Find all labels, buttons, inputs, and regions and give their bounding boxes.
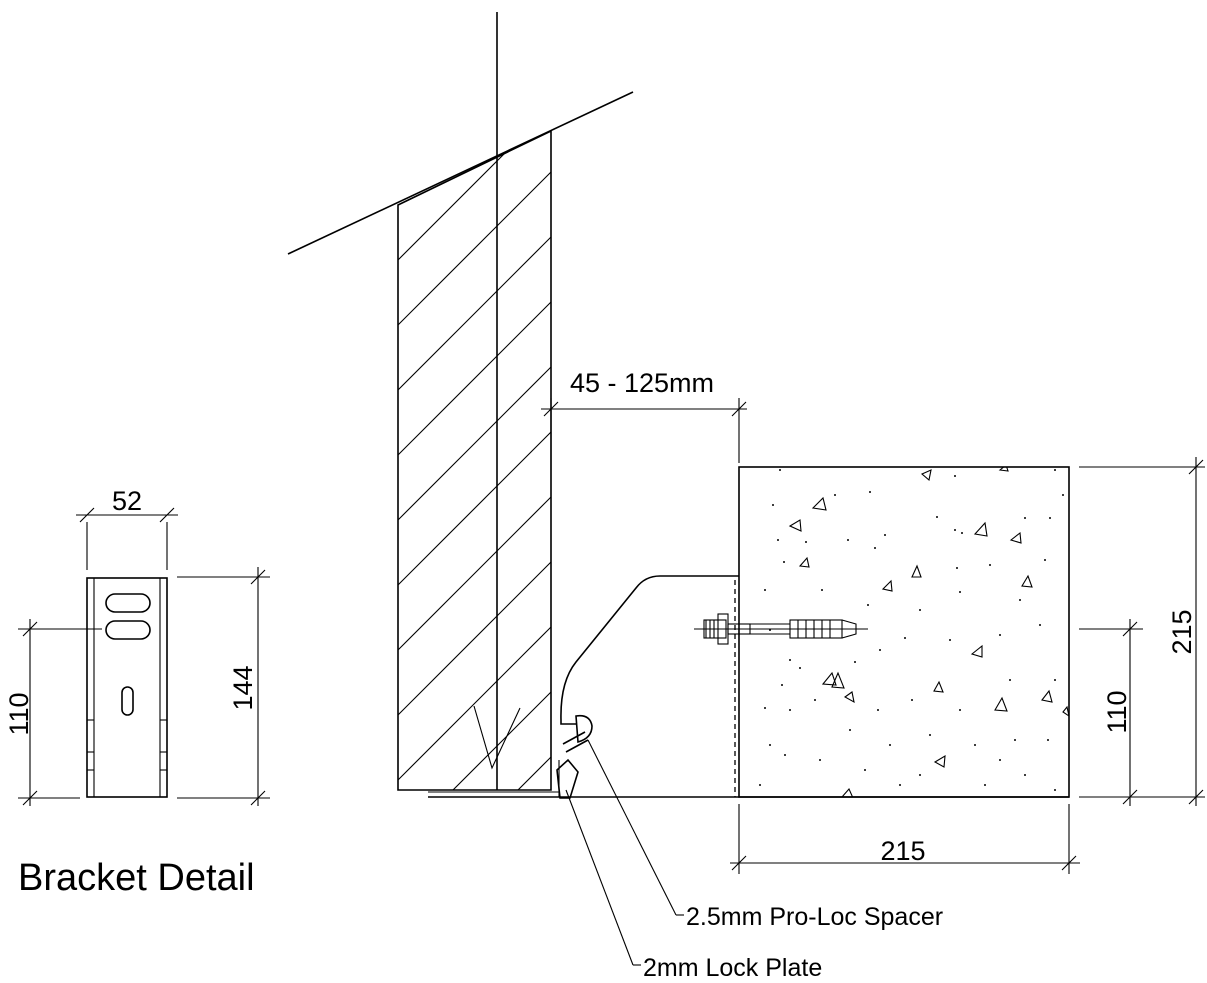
dim-110-right-label: 110 [1102, 690, 1132, 733]
dim-52-label: 52 [112, 486, 142, 516]
lock-plate-callout-label: 2mm Lock Plate [643, 954, 822, 982]
dimension-fixing-height: 110 [1079, 619, 1143, 806]
diagram-title: Bracket Detail [18, 857, 255, 899]
lock-plate [556, 758, 579, 799]
slope-line [287, 91, 634, 255]
dim-215-right-label: 215 [1167, 609, 1197, 654]
pro-loc-spacer [575, 714, 593, 744]
upper-slot [105, 593, 151, 613]
bracket-section [556, 575, 739, 799]
cladding-panel [397, 129, 559, 798]
dimension-block-height: 215 [1079, 457, 1205, 806]
dim-110-left-label: 110 [4, 692, 34, 735]
dim-215-bottom-label: 215 [880, 836, 925, 866]
dimension-block-width: 215 [730, 804, 1080, 874]
dim-144-label: 144 [228, 665, 258, 710]
vertical-slot [121, 686, 134, 716]
dim-cavity-label: 45 - 125mm [570, 368, 714, 398]
callout-spacer: 2.5mm Pro-Loc Spacer [587, 739, 943, 931]
anchor-bolt [694, 613, 868, 645]
aggregate-fill [759, 467, 1069, 797]
dimension-slot-height: 110 [4, 619, 102, 806]
lower-slot [105, 620, 151, 640]
bracket-elevation [86, 577, 168, 798]
dimension-bracket-height: 144 [177, 567, 270, 806]
dimension-cavity: 45 - 125mm [541, 368, 747, 470]
callout-lock-plate: 2mm Lock Plate [565, 789, 822, 982]
spacer-callout-label: 2.5mm Pro-Loc Spacer [686, 903, 943, 931]
dimension-bracket-width: 52 [76, 486, 178, 570]
masonry-block [734, 466, 1070, 798]
